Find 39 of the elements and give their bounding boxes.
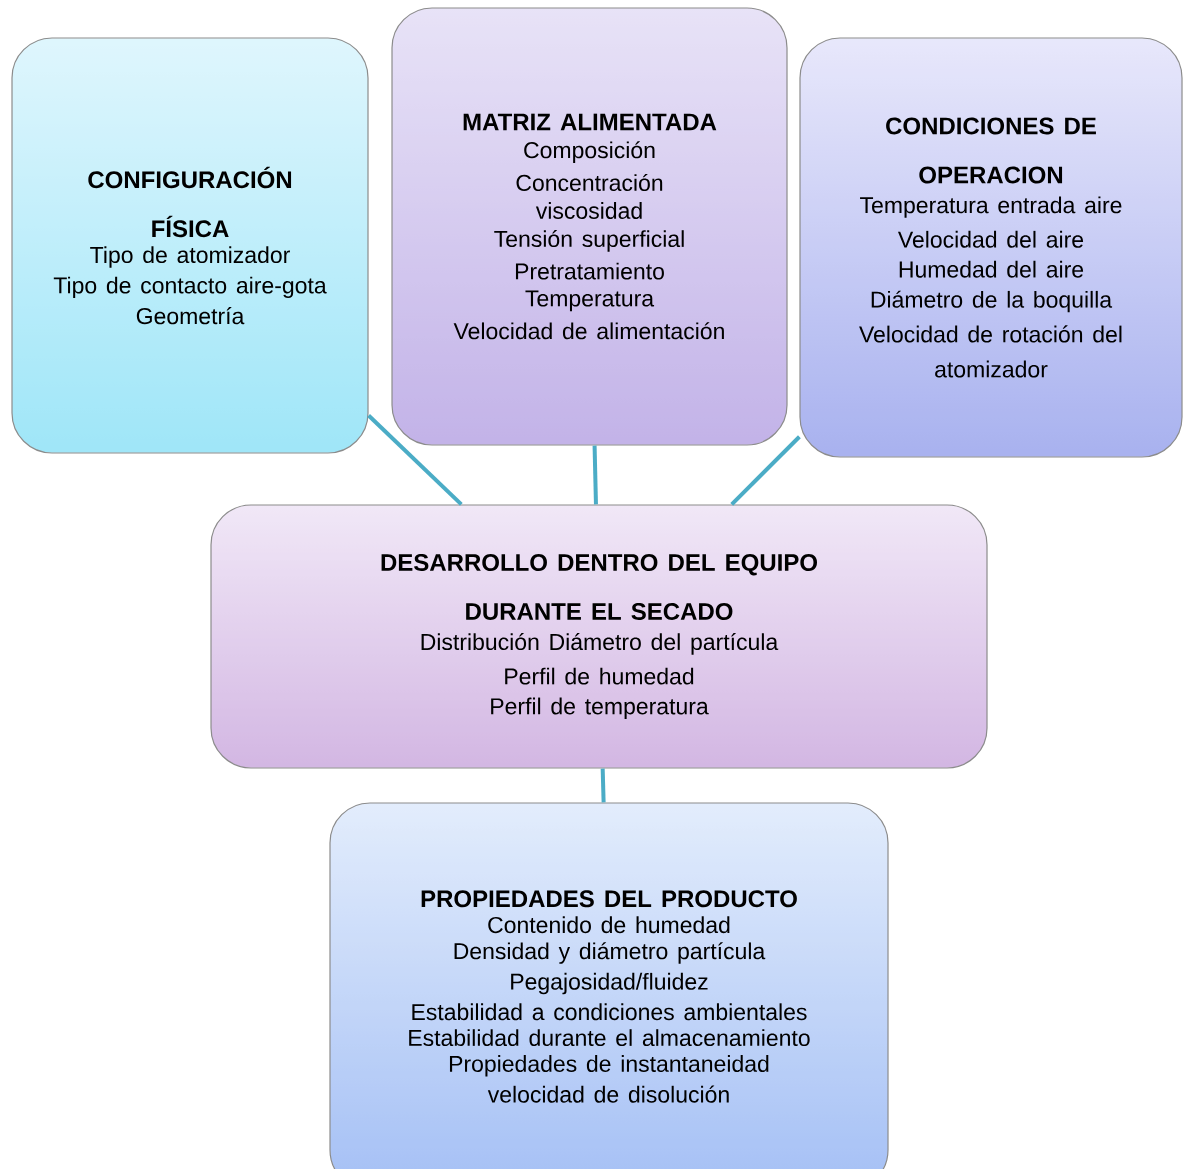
item-text: Humedad del aire [899,260,1084,278]
item-text: velocidad de disolución [487,1085,729,1103]
item-text: Contenido de humedad [488,916,730,934]
item-text: Perfil de humedad [505,667,694,685]
item-text: Velocidad de rotación del atomizador [859,325,1122,378]
heading: CONFIGURACIÓN FÍSICA [88,166,292,238]
heading: CONDICIONES DE OPERACION [886,117,1096,184]
item-text: Estabilidad a condiciones ambientales [412,1003,807,1021]
item-text: Perfil de temperatura [491,697,709,719]
rounded-box [210,504,988,769]
heading: PROPIEDADES DEL PRODUCTO [421,890,797,908]
item-text: viscosidad [535,202,642,219]
item-text: Temperatura [525,290,655,312]
heading: DESARROLLO DENTRO DEL EQUIPO DURANTE EL SECADO [381,554,817,620]
item-text: Tensión superficial [494,229,684,252]
item-text: Velocidad de alimentación [453,322,724,340]
connector-line [592,445,598,505]
item-text: Velocidad del aire [897,230,1084,248]
rounded-box [391,7,788,446]
item-text: Diámetro de la boquilla [871,290,1113,313]
item-text: Estabilidad durante el almacenamiento [409,1029,810,1047]
item-text: Temperatura entrada aire [860,196,1122,218]
connector-line [600,768,606,803]
rounded-box [799,37,1183,458]
item-text: Propiedades de instantaneidad [449,1055,769,1077]
item-text: Pegajosidad/fluidez [511,972,708,995]
item-text: Geometría [136,307,245,325]
item-text: Concentración [516,173,663,192]
item-text: Pretratamiento [515,262,664,280]
item-text: Distribución Diámetro del partícula [421,632,779,655]
item-text: Composición [524,141,655,163]
connector-line [730,435,801,506]
connector-line [367,414,463,506]
item-text: Tipo de atomizador [90,246,290,268]
rounded-box [329,802,889,1169]
item-text: Tipo de contacto aire-gota [53,276,327,299]
heading: MATRIZ ALIMENTADA [463,113,717,131]
rounded-box [11,37,369,454]
item-text: Densidad y diámetro partícula [454,942,766,964]
